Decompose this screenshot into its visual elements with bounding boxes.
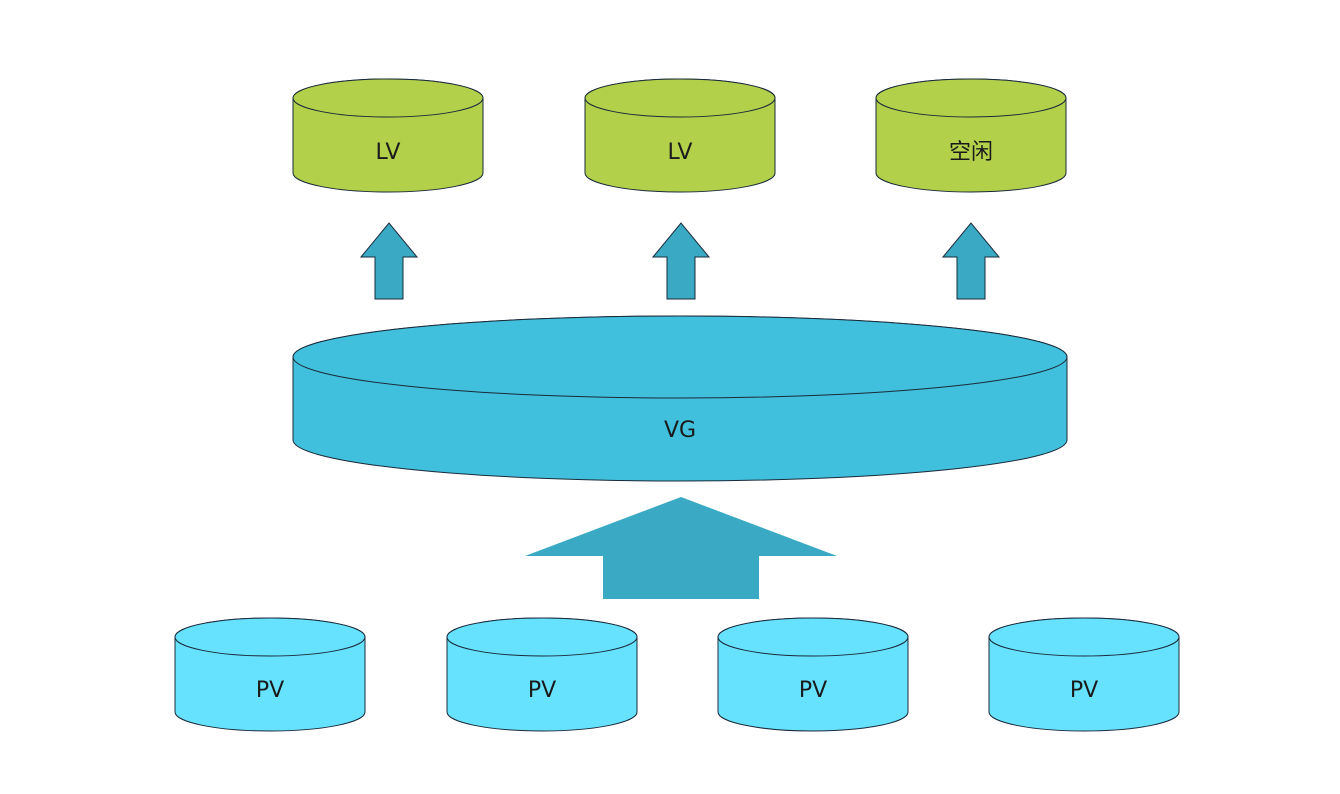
pv-cylinder-3: PV: [717, 617, 909, 732]
lv-cylinder-1: LV: [292, 78, 484, 193]
lv-cylinder-2-label: LV: [668, 140, 693, 165]
pv-cylinder-4: PV: [988, 617, 1180, 732]
up-arrow-1: [359, 222, 419, 300]
pv-cylinder-2: PV: [446, 617, 638, 732]
pv-cylinder-4-label: PV: [1070, 678, 1098, 703]
pv-cylinder-1-label: PV: [256, 678, 284, 703]
pv-cylinder-1: PV: [174, 617, 366, 732]
lv-cylinder-2-top: [584, 78, 776, 118]
lv-cylinder-1-label: LV: [376, 140, 401, 165]
vg-disk-top: [292, 315, 1068, 399]
pv-cylinder-2-top: [446, 617, 638, 657]
big-up-arrow: [525, 497, 837, 599]
vg-disk: VG: [292, 315, 1068, 482]
pv-cylinder-4-top: [988, 617, 1180, 657]
pv-cylinder-2-label: PV: [528, 678, 556, 703]
free-cylinder-label: 空闲: [949, 140, 993, 165]
pv-cylinder-3-top: [717, 617, 909, 657]
up-arrow-2: [651, 222, 711, 300]
pv-cylinder-3-label: PV: [799, 678, 827, 703]
up-arrow-3: [941, 222, 1001, 300]
vg-disk-label: VG: [664, 418, 696, 443]
lv-cylinder-1-top: [292, 78, 484, 118]
pv-cylinder-1-top: [174, 617, 366, 657]
free-cylinder-top: [875, 78, 1067, 118]
lv-cylinder-2: LV: [584, 78, 776, 193]
free-cylinder: 空闲: [875, 78, 1067, 193]
